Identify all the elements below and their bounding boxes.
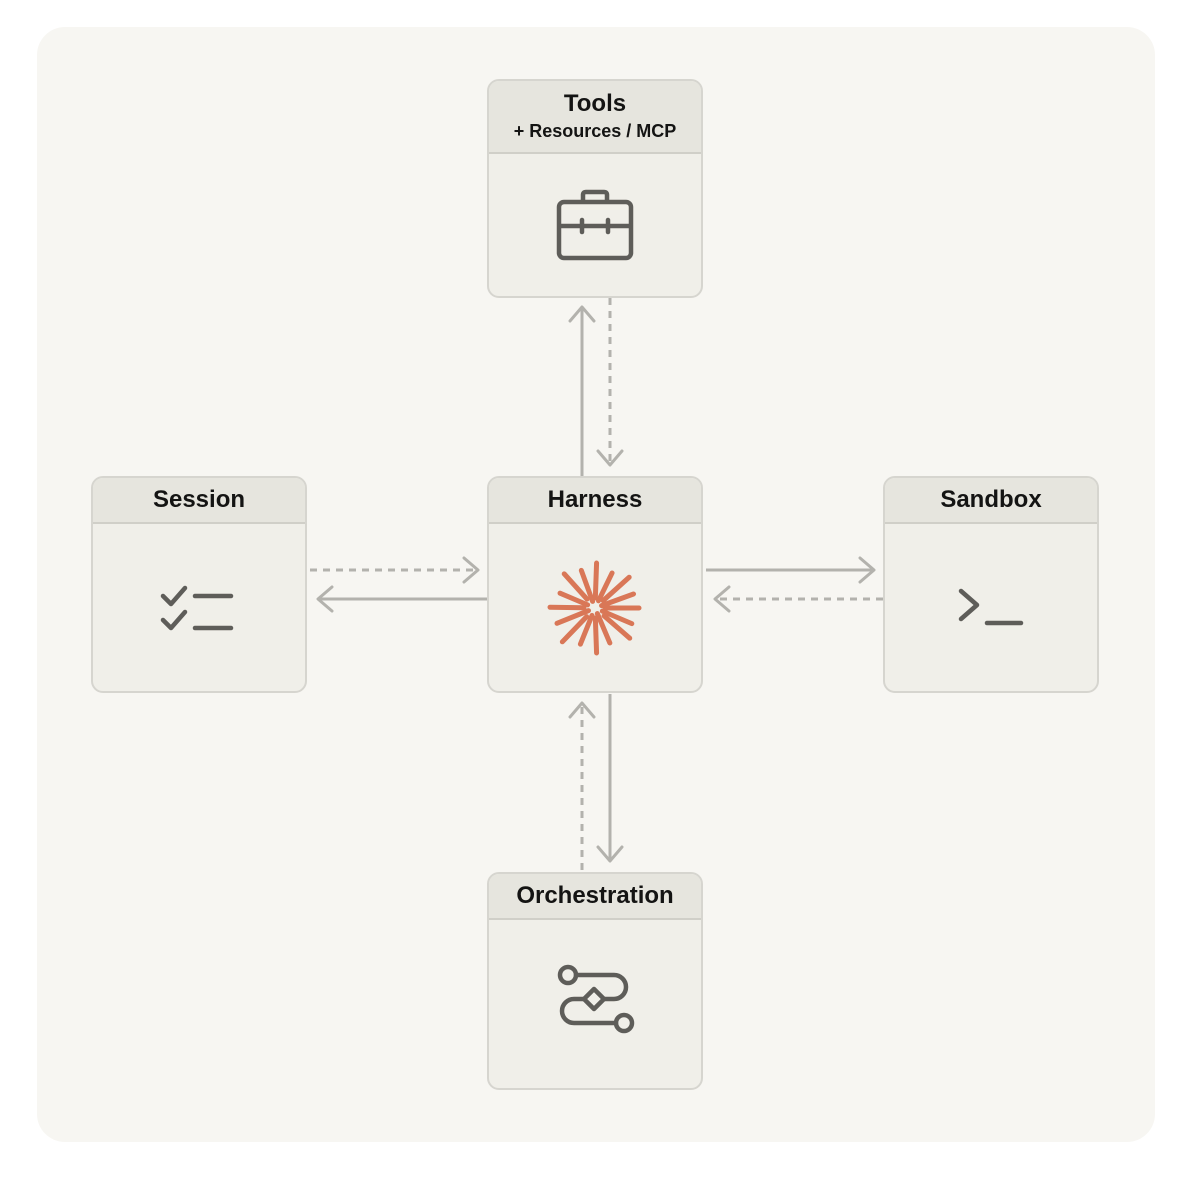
sandbox-node-body	[885, 524, 1097, 691]
session-node: Session	[91, 476, 307, 693]
starburst-ray	[601, 612, 633, 641]
session-title: Session	[152, 485, 246, 513]
terminal-prompt-icon	[958, 588, 1024, 625]
sandbox-node: Sandbox	[883, 476, 1099, 693]
starburst-ray	[578, 567, 596, 604]
sandbox-node-header: Sandbox	[885, 478, 1097, 524]
harness-node-header: Harness	[489, 478, 701, 524]
sandbox-title: Sandbox	[940, 485, 1042, 513]
toolbox-icon	[556, 189, 634, 261]
orchestration-node-header: Orchestration	[489, 874, 701, 920]
orchestration-node-body	[489, 920, 701, 1088]
workflow-icon	[557, 964, 635, 1034]
orchestration-title: Orchestration	[516, 881, 674, 909]
starburst-ray	[592, 560, 600, 601]
starburst-ray	[596, 569, 615, 603]
harness-node-body	[489, 524, 701, 691]
session-node-header: Session	[93, 478, 305, 524]
orchestration-node: Orchestration	[487, 872, 703, 1090]
starburst-ray	[554, 607, 592, 626]
tools-node-body	[489, 154, 701, 296]
starburst-ray	[547, 604, 587, 610]
starburst-ray	[561, 570, 590, 602]
harness-node: Harness	[487, 476, 703, 693]
tools-subtitle: + Resources / MCP	[513, 120, 677, 141]
starburst-ray	[594, 610, 613, 645]
harness-title: Harness	[547, 485, 643, 513]
starburst-ray	[599, 608, 635, 626]
starburst-ray	[599, 590, 637, 608]
starburst-ray	[577, 612, 595, 647]
checklist-icon	[160, 585, 234, 630]
session-node-body	[93, 524, 305, 691]
starburst-ray	[600, 574, 632, 603]
tools-node: Tools + Resources / MCP	[487, 79, 703, 298]
starburst-icon	[547, 560, 642, 655]
starburst-ray	[592, 614, 600, 655]
tools-node-header: Tools + Resources / MCP	[489, 81, 701, 154]
starburst-ray	[559, 613, 590, 644]
starburst-ray	[557, 590, 591, 607]
tools-title: Tools	[563, 90, 627, 118]
